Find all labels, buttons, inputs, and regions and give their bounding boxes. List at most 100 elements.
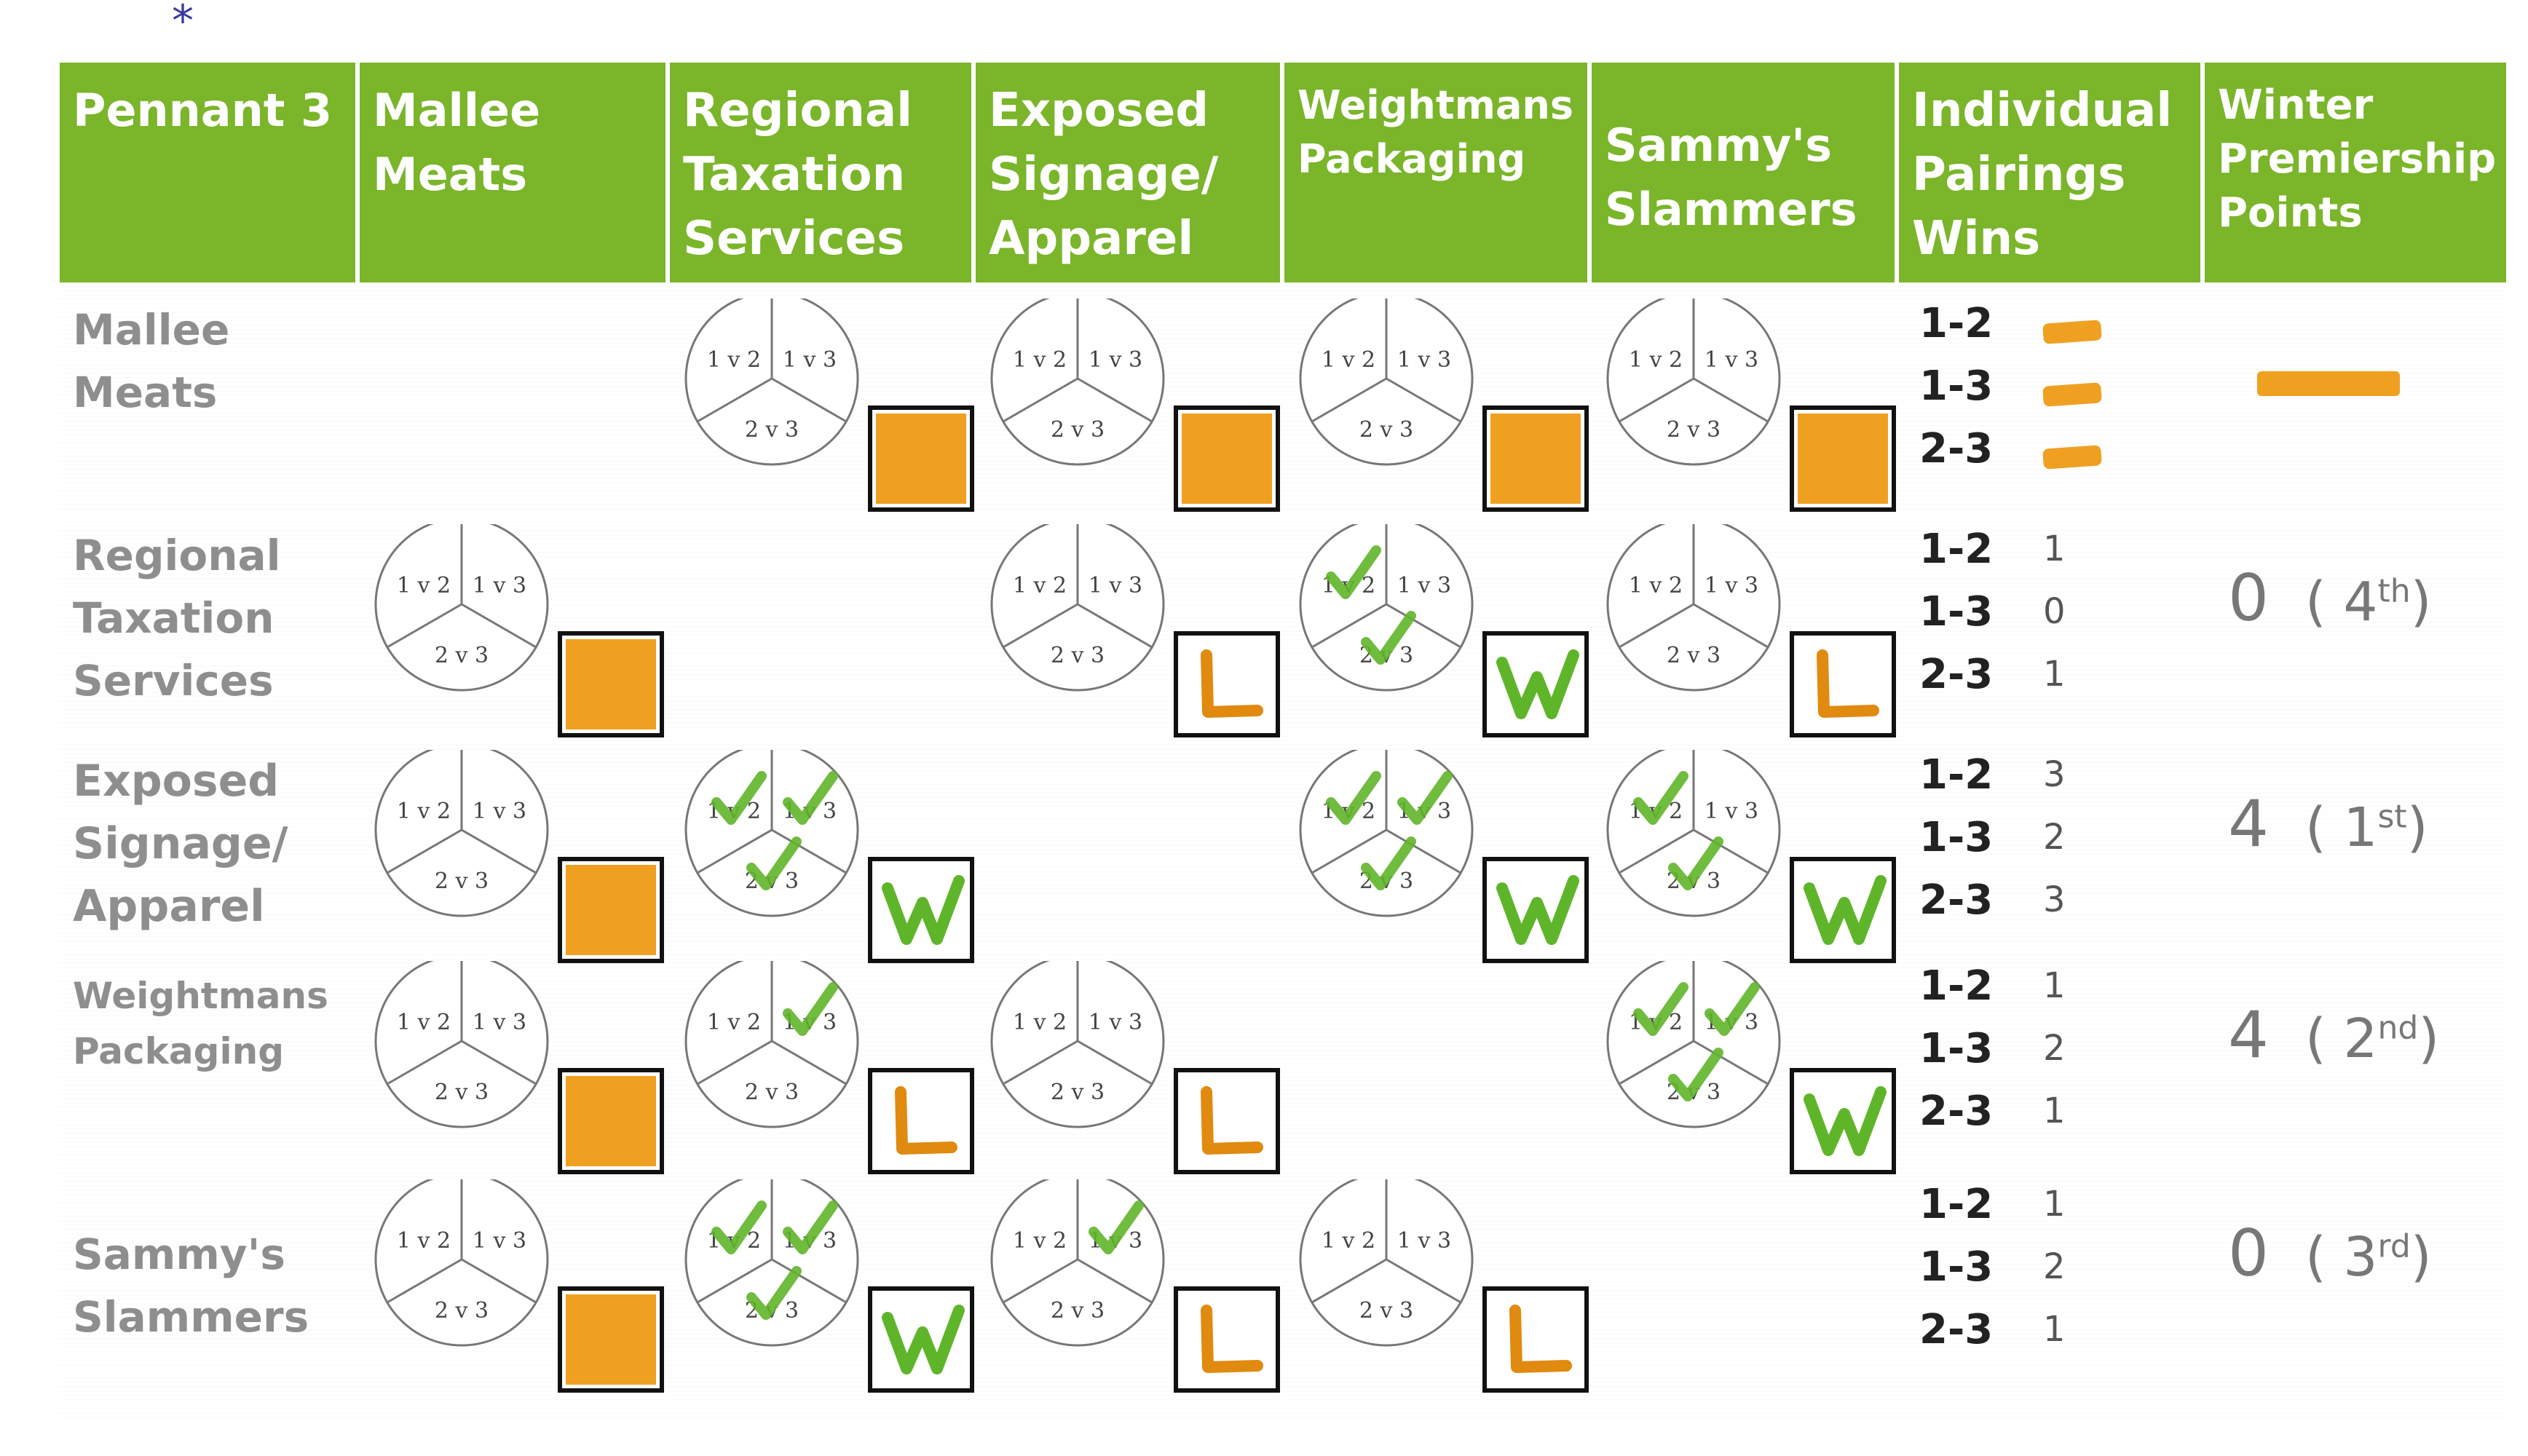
result-box (1790, 631, 1896, 737)
check-icon (1326, 545, 1381, 599)
header-label: Regional Taxation Services (683, 84, 913, 266)
segment-label-bottom: 2 v 3 (435, 1298, 489, 1324)
ladder-position: ( 3rd) (2305, 1226, 2432, 1289)
segment-label-bottom: 2 v 3 (435, 1080, 489, 1105)
result-box (558, 1286, 664, 1393)
header-label: Mallee Meats (373, 84, 541, 201)
result-box (1174, 1068, 1280, 1174)
result-box (1174, 631, 1280, 737)
paren-close: ) (2406, 796, 2428, 859)
segment-label-top-left: 1 v 2 (1629, 347, 1683, 373)
points-value: 0 (2228, 561, 2269, 636)
points-value: 0 (2228, 1216, 2269, 1291)
segment-label-top-left: 1 v 2 (1013, 573, 1067, 598)
header-label: Individual Pairings Wins (1912, 84, 2173, 266)
result-box (868, 1068, 974, 1174)
pairing-wheel: 1 v 2 1 v 3 2 v 3 (374, 961, 549, 1128)
header-mallee-meats: Mallee Meats (360, 63, 665, 282)
win-w-icon (882, 1305, 965, 1374)
position-number: 4 (2343, 571, 2378, 633)
position-suffix: nd (2377, 1009, 2419, 1047)
segment-label-top-left: 1 v 2 (397, 1228, 451, 1254)
segment-label-bottom: 2 v 3 (1051, 643, 1105, 668)
segment-label-top-left: 1 v 2 (1013, 1228, 1067, 1254)
paren-close: ) (2418, 1008, 2440, 1070)
premiership-points: 0 ( 3rd) (2228, 1216, 2528, 1291)
result-box (868, 405, 974, 512)
pairing-win-count: 1 (2043, 529, 2066, 569)
pairing-win-count: 1 (2043, 1309, 2066, 1350)
paren-open: ( (2305, 1008, 2344, 1070)
check-icon (711, 1200, 767, 1254)
segment-label-top-right: 1 v 3 (1089, 573, 1142, 598)
row-team-label: Exposed Signage/ Apparel (73, 756, 288, 932)
result-box (1482, 857, 1589, 963)
check-icon (1089, 1200, 1144, 1254)
orange-fill (566, 865, 656, 955)
result-box (1790, 405, 1896, 512)
orange-fill (566, 639, 656, 729)
result-box (1790, 1068, 1896, 1174)
loss-l-icon (1817, 649, 1879, 718)
segment-label-top-right: 1 v 3 (1089, 1010, 1142, 1035)
segment-label-top-left: 1 v 2 (397, 573, 451, 598)
pairing-win-count: 1 (2043, 965, 2066, 1006)
pairing-label: 1-3 (1919, 1025, 1994, 1072)
position-number: 2 (2343, 1008, 2378, 1070)
pairing-win-count: 2 (2043, 1246, 2066, 1287)
segment-label-top-left: 1 v 2 (1322, 1228, 1375, 1254)
position-number: 1 (2343, 796, 2378, 859)
pairing-win-count: 2 (2043, 1028, 2066, 1069)
segment-label-bottom: 2 v 3 (1667, 417, 1721, 443)
asterisk-mark: * (172, 0, 194, 47)
paren-open: ( (2305, 796, 2344, 859)
check-icon (1361, 836, 1416, 890)
check-icon (711, 771, 767, 825)
check-icon (1705, 982, 1760, 1036)
orange-fill (1490, 414, 1581, 504)
segment-label-top-right: 1 v 3 (1089, 347, 1142, 373)
segment-label-top-left: 1 v 2 (397, 1010, 451, 1035)
header-sammys-slammers: Sammy's Slammers (1592, 63, 1895, 282)
pairing-win-count: 3 (2043, 879, 2066, 920)
pairing-label: 1-2 (1919, 962, 1994, 1010)
points-value: 4 (2228, 997, 2269, 1072)
loss-l-icon (895, 1086, 957, 1155)
segment-label-bottom: 2 v 3 (1051, 1080, 1105, 1105)
row-team-label: Regional Taxation Services (73, 531, 281, 705)
pairing-label: 1-3 (1919, 1243, 1994, 1291)
check-icon (1326, 771, 1381, 825)
header-pairings-wins: Individual Pairings Wins (1899, 63, 2200, 282)
result-box (868, 1286, 974, 1393)
check-icon (1361, 611, 1416, 665)
pairing-label: 1-3 (1919, 363, 1994, 410)
win-w-icon (1804, 1086, 1887, 1156)
position-suffix: rd (2377, 1227, 2411, 1265)
orange-dash (2042, 445, 2102, 470)
header-label: Winter Premiership Points (2218, 82, 2497, 237)
segment-label-top-right: 1 v 3 (473, 1010, 526, 1035)
pairing-label: 2-3 (1919, 651, 1994, 698)
segment-label-top-right: 1 v 3 (473, 1228, 526, 1254)
segment-label-top-left: 1 v 2 (397, 799, 451, 824)
segment-label-bottom: 2 v 3 (1359, 417, 1413, 443)
orange-fill (1182, 414, 1272, 504)
result-box (558, 1068, 664, 1174)
position-suffix: th (2377, 572, 2411, 610)
segment-label-top-right: 1 v 3 (473, 573, 526, 598)
